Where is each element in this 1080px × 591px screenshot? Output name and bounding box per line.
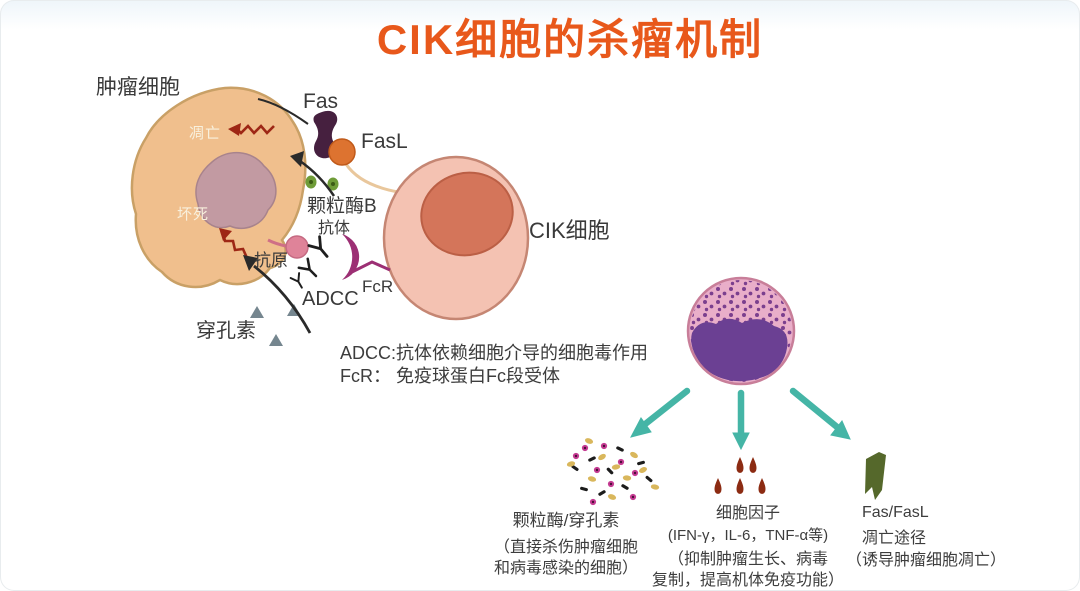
fcr-receptor-shape	[342, 234, 360, 280]
outcome-arrows	[630, 387, 851, 451]
granzyme-b-label: 颗粒酶B	[307, 196, 377, 217]
fasl-ligand-shape	[328, 138, 356, 166]
fcr-label: FcR	[362, 277, 394, 296]
adcc-definition: ADCC:抗体依赖细胞介导的细胞毒作用	[340, 343, 649, 363]
outcome-desc-line: （直接杀伤肿瘤细胞	[493, 539, 638, 556]
fcr-definition: FcR： 免疫球蛋白Fc段受体	[340, 366, 560, 386]
perforin-triangles	[250, 304, 301, 346]
outcome-desc-line: （诱导肿瘤细胞凋亡）	[846, 552, 1007, 569]
fas-tumor-link-line	[257, 98, 309, 125]
diagram-title: CIK细胞的杀瘤机制	[376, 16, 764, 63]
outcome-fas-fasl: Fas/FasL 凋亡途径 （诱导肿瘤细胞凋亡）	[846, 504, 1026, 571]
necrosis-zigzag-arrow	[219, 228, 249, 259]
apoptosis-zigzag-arrow	[228, 123, 275, 136]
fas-label: Fas	[303, 90, 339, 113]
cik-cell-label: CIK细胞	[529, 218, 610, 243]
antigen-label: 抗原	[254, 251, 288, 270]
outcome-desc-line: （抑制肿瘤生长、病毒	[667, 551, 828, 568]
tumor-nucleus-shape	[195, 151, 277, 230]
perforin-antigen-arrow	[243, 255, 312, 334]
outcome-cytokines: 细胞因子 (IFN-γ，IL-6，TNF-α等) （抑制肿瘤生长、病毒 复制，提…	[650, 499, 846, 591]
outcome-subtitle: 凋亡途径	[862, 530, 927, 547]
outcome-granzyme-perforin: 颗粒酶/穿孔素 （直接杀伤肿瘤细胞 和病毒感染的细胞）	[478, 506, 654, 579]
antibody-y-shapes	[289, 235, 329, 289]
fcr-cik-link-line	[351, 260, 391, 274]
effector-cell-outline	[686, 276, 796, 386]
fasl-label: FasL	[361, 130, 408, 153]
cik-nucleus-shape	[420, 171, 514, 257]
outcome-desc-line: 和病毒感染的细胞）	[493, 560, 638, 577]
antibody-label: 抗体	[318, 220, 351, 237]
cytokine-droplets	[714, 457, 766, 494]
antigen-link-line	[267, 238, 287, 248]
perforin-label: 穿孔素	[196, 320, 256, 342]
necrosis-label: 坏死	[177, 206, 210, 223]
outcome-subtitle: (IFN-γ，IL-6，TNF-α等)	[667, 527, 829, 544]
outcome-title: 颗粒酶/穿孔素	[512, 511, 620, 530]
outcome-title: 细胞因子	[715, 505, 780, 522]
adcc-label: ADCC	[302, 288, 359, 310]
granule-scatter	[566, 438, 660, 506]
outcome-title: Fas/FasL	[862, 504, 929, 521]
antigen-shape	[285, 235, 309, 259]
apoptosis-label: 凋亡	[189, 125, 222, 142]
granzyme-tumor-arrow	[290, 151, 336, 197]
fasl-cik-link-line	[344, 163, 399, 194]
effector-nucleus-shape	[691, 318, 788, 382]
tumor-cell-label: 肿瘤细胞	[96, 76, 180, 99]
granzyme-b-dots	[305, 175, 339, 191]
fas-fasl-ribbon-shape	[865, 452, 886, 500]
outcome-desc-line: 复制，提高机体免疫功能）	[651, 572, 844, 589]
